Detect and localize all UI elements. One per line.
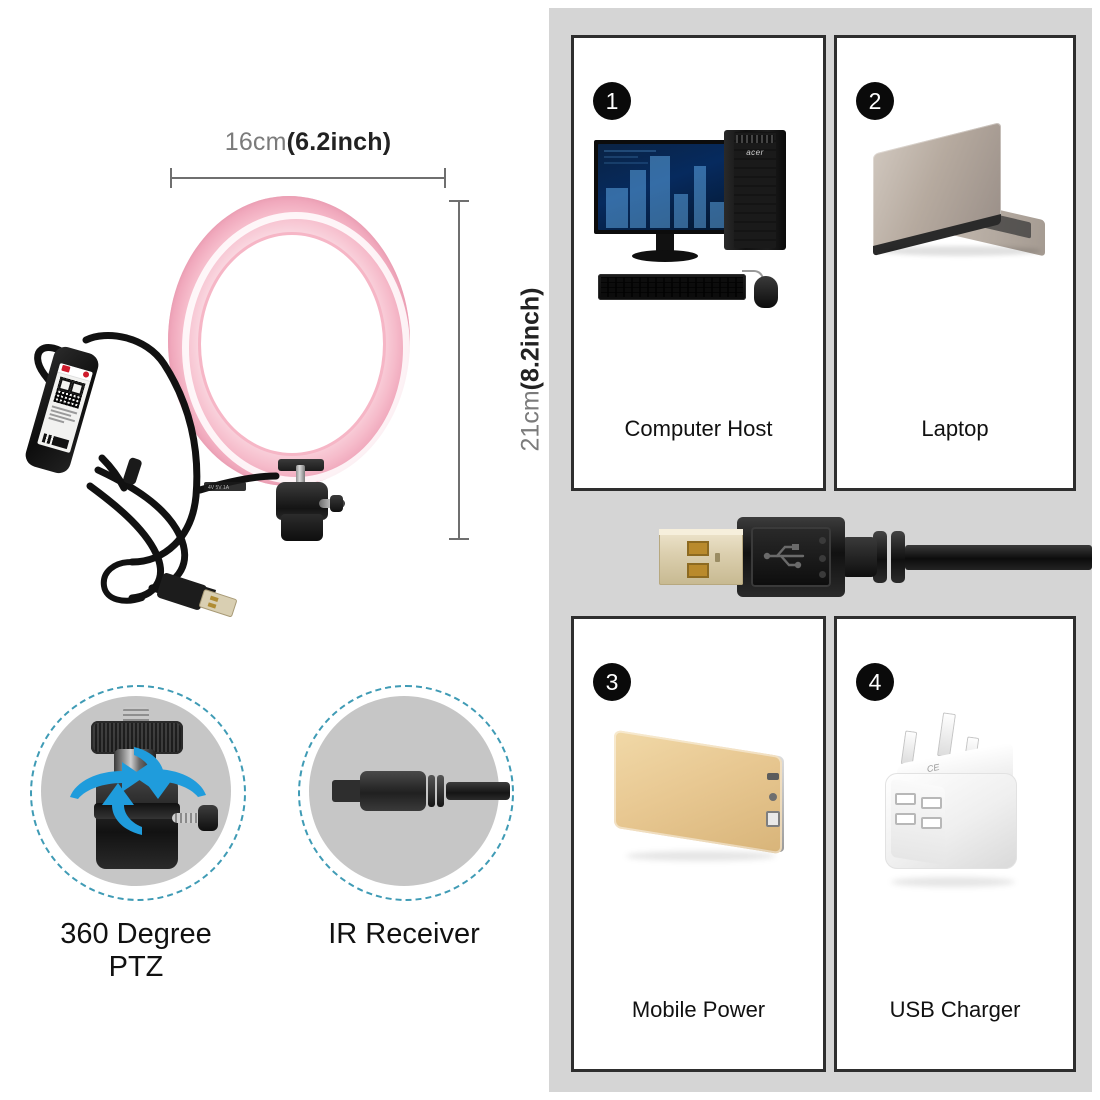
power-bank-icon xyxy=(574,711,823,966)
charger-shadow xyxy=(891,877,1015,887)
ir-connector-tip xyxy=(332,780,368,802)
ring-light-product-image xyxy=(168,196,410,486)
usb-shell-dot-3 xyxy=(819,571,826,578)
usb-gold-contact-2 xyxy=(687,563,709,578)
charger-usb-port-1 xyxy=(895,793,916,805)
usb-gold-contact-1 xyxy=(687,541,709,556)
badge-number-1: 1 xyxy=(593,82,631,120)
label-text-lines xyxy=(48,405,78,428)
feature-label-ptz: 360 Degree PTZ xyxy=(60,918,212,983)
usb-shell-dot-1 xyxy=(819,537,826,544)
ptz-lock-screw xyxy=(172,813,214,823)
cable-coil-illustration: 4V 5V 1A xyxy=(34,331,280,618)
ir-dashed-ring xyxy=(298,685,514,901)
ring-light-mount-stem xyxy=(296,465,305,487)
usb-shell-dot-2 xyxy=(819,555,826,562)
badge-number-2: 2 xyxy=(856,82,894,120)
usb-alignment-slot xyxy=(715,553,720,562)
compatibility-item-computer-host: 1 xyxy=(571,35,826,491)
charger-usb-port-2 xyxy=(921,797,942,809)
ir-strain-ring-2 xyxy=(437,775,444,807)
compatibility-item-laptop: 2 Laptop xyxy=(834,35,1076,491)
monitor-stand-neck xyxy=(656,234,674,252)
pc-tower-vents xyxy=(736,135,774,143)
width-dimension-line xyxy=(170,168,446,188)
charger-usb-port-3 xyxy=(895,813,916,825)
compatibility-panel: 1 xyxy=(549,8,1092,1092)
ring-light-lock-knob xyxy=(330,495,343,512)
width-dimension-cm: 16cm xyxy=(224,128,287,156)
usb-cable-cord xyxy=(905,545,1092,570)
ir-connector-body xyxy=(360,771,426,811)
width-dimension-label: 16cm(6.2inch) xyxy=(170,128,446,157)
power-bank-shadow xyxy=(626,851,776,861)
compatibility-label-mobile-power: Mobile Power xyxy=(631,997,766,1022)
badge-number-4: 4 xyxy=(856,663,894,701)
laptop-icon xyxy=(837,122,1073,385)
power-bank-micro-usb-port xyxy=(767,773,779,780)
feature-360-degree-ptz xyxy=(30,685,246,901)
feature-label-ir: IR Receiver xyxy=(328,918,480,950)
power-bank-usb-port xyxy=(766,811,780,827)
power-bank-led-indicator xyxy=(769,793,777,801)
monitor-stand-base xyxy=(632,250,698,262)
ir-cable xyxy=(446,782,510,800)
laptop-shadow xyxy=(881,246,1041,256)
usb-cable-assembly: 4V 5V 1A xyxy=(14,300,314,630)
rotation-arrows-icon xyxy=(70,747,206,835)
keyboard-keys xyxy=(601,277,743,297)
usb-wall-charger-icon: CE xyxy=(837,711,1073,966)
height-dimension-line xyxy=(449,200,469,540)
usb-strain-relief-ring-2 xyxy=(891,531,905,583)
ring-light-mount-base xyxy=(281,514,323,541)
ptz-knurled-surface xyxy=(93,723,181,752)
ptz-dashed-ring xyxy=(30,685,246,901)
ring-light-center-hole xyxy=(204,239,374,443)
ptz-lock-knob xyxy=(198,805,218,831)
compatibility-label-usb-charger: USB Charger xyxy=(889,997,1021,1022)
height-dimension-cm: 21cm xyxy=(516,390,545,452)
plug-pin-earth xyxy=(937,712,956,758)
usb-trident-logo-icon xyxy=(763,544,805,569)
compatibility-item-mobile-power: 3 Mobile Power xyxy=(571,616,826,1072)
label-red-dot xyxy=(82,370,90,379)
ir-strain-ring-1 xyxy=(428,775,435,807)
width-cap-right xyxy=(444,168,446,188)
qr-code-icon xyxy=(53,376,86,409)
svg-text:4V 5V 1A: 4V 5V 1A xyxy=(208,485,230,491)
charger-usb-port-4 xyxy=(921,817,942,829)
usb-type-a-connector-icon xyxy=(659,513,1092,601)
compatibility-label-computer-host: Computer Host xyxy=(624,416,773,441)
monitor-screen xyxy=(598,144,732,230)
height-bar xyxy=(458,200,460,540)
compatibility-label-laptop: Laptop xyxy=(921,416,989,441)
label-red-mark xyxy=(61,364,71,373)
power-bank-body xyxy=(614,729,782,855)
left-panel: 16cm(6.2inch) 21cm(8.2inch) xyxy=(0,0,545,1100)
compatibility-item-usb-charger: 4 CE USB Charger xyxy=(834,616,1076,1072)
height-dimension-label: 21cm(8.2inch) xyxy=(517,240,546,500)
feature-ir-receiver xyxy=(298,685,514,901)
badge-number-3: 3 xyxy=(593,663,631,701)
monitor xyxy=(594,140,736,234)
mouse xyxy=(754,276,778,308)
height-dimension-inch: (8.2inch) xyxy=(516,287,545,391)
desktop-computer-icon: acer xyxy=(574,130,823,385)
pc-tower-front-panel xyxy=(734,132,776,248)
usb-metal-top-edge xyxy=(659,529,743,535)
tower-brand-label: acer xyxy=(746,148,764,157)
ptz-housing xyxy=(96,777,178,869)
usb-connector-neck xyxy=(841,537,877,577)
height-cap-bottom xyxy=(449,538,469,540)
width-dimension-inch: (6.2inch) xyxy=(286,128,392,156)
width-bar xyxy=(170,177,446,179)
